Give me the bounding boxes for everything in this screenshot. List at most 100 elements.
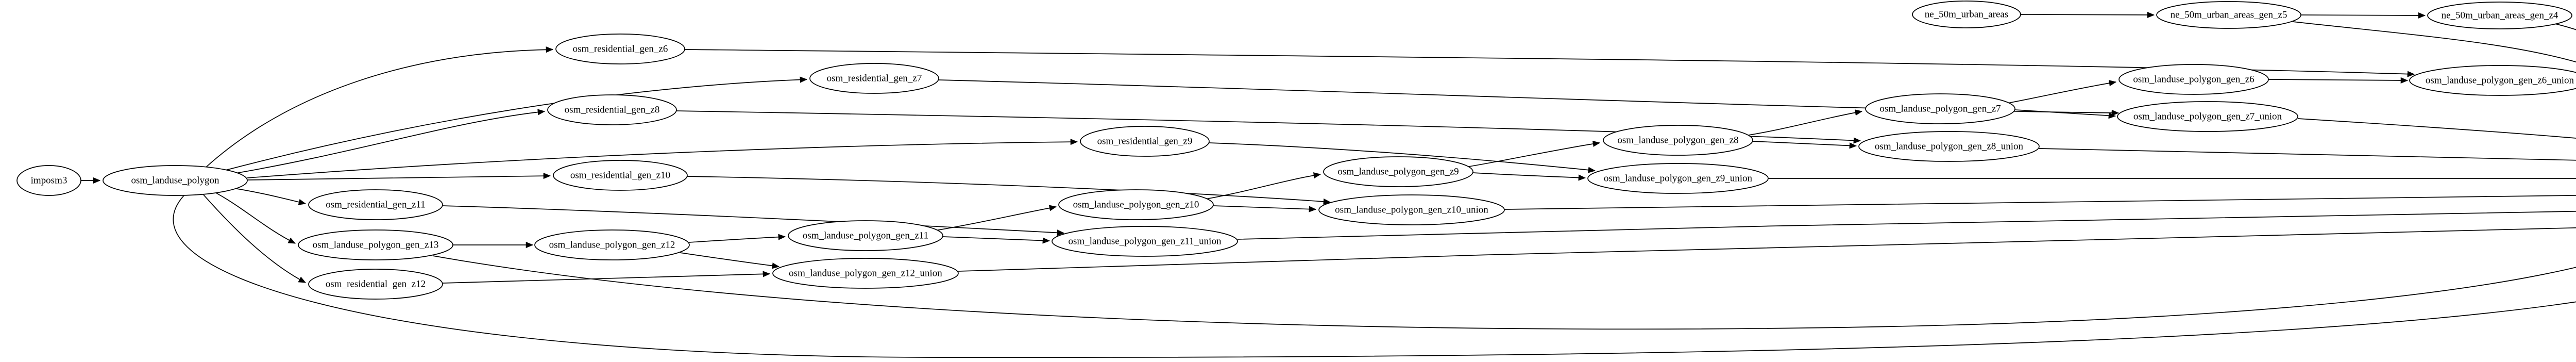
node-osm-landuse-polygon-gen-z12-union: osm_landuse_polygon_gen_z12_union bbox=[772, 258, 959, 289]
node-osm-landuse-polygon-gen-z10: osm_landuse_polygon_gen_z10 bbox=[1058, 189, 1214, 220]
edge-osm_landuse_polygon_gen_z9-osm_landuse_polygon_gen_z9_union bbox=[1472, 172, 1586, 181]
osm-residential-gen-z8-label: osm_residential_gen_z8 bbox=[565, 105, 660, 116]
osm-residential-gen-z10-label: osm_residential_gen_z10 bbox=[570, 170, 670, 181]
osm-residential-gen-z7-ellipse bbox=[809, 63, 939, 94]
edge-osm_residential_gen_z9-osm_landuse_polygon_gen_z9_union bbox=[1209, 142, 1596, 173]
edge-ne_50m_urban_areas_gen_z5-layer_landuse-z5 bbox=[2292, 21, 2576, 62]
osm-landuse-polygon-gen-z12-label: osm_landuse_polygon_gen_z12 bbox=[549, 240, 675, 251]
osm-landuse-polygon-gen-z8-union-ellipse bbox=[1858, 131, 2040, 162]
edge-osm_landuse_polygon_gen_z8-osm_landuse_polygon_gen_z8_union bbox=[1752, 141, 1857, 149]
node-osm-landuse-polygon-gen-z7-union: osm_landuse_polygon_gen_z7_union bbox=[2117, 101, 2298, 132]
edge-osm_landuse_polygon-layer_landuse-z14 bbox=[173, 193, 2576, 358]
osm-landuse-polygon-gen-z11-union-label: osm_landuse_polygon_gen_z11_union bbox=[1069, 236, 1222, 247]
node-ne-50m-urban-areas: ne_50m_urban_areas bbox=[1912, 1, 2021, 28]
edge-osm_landuse_polygon_gen_z6-osm_landuse_polygon_gen_z6_union bbox=[2268, 77, 2409, 84]
osm-landuse-polygon-gen-z13-ellipse bbox=[298, 229, 453, 260]
nodes: imposm3 osm_landuse_polygon osm_resident… bbox=[16, 1, 2576, 300]
osm-landuse-polygon-gen-z10-union-ellipse bbox=[1318, 194, 1505, 225]
node-osm-landuse-polygon-gen-z9: osm_landuse_polygon_gen_z9 bbox=[1323, 156, 1473, 187]
edge-osm_landuse_polygon_gen_z10-osm_landuse_polygon_gen_z10_union bbox=[1213, 205, 1317, 212]
osm-landuse-polygon-gen-z9-ellipse bbox=[1323, 156, 1473, 187]
edge-osm_landuse_polygon_gen_z12-osm_landuse_polygon_gen_z11 bbox=[688, 234, 786, 243]
ne-50m-urban-areas-gen-z4-ellipse bbox=[2427, 2, 2572, 29]
osm-landuse-polygon-gen-z12-union-ellipse bbox=[772, 258, 959, 289]
edge-osm_landuse_polygon_gen_z8_union-layer_landuse-z8 bbox=[2039, 148, 2576, 161]
edge-osm_landuse_polygon-osm_residential_gen_z7 bbox=[221, 76, 808, 172]
node-osm-residential-gen-z9: osm_residential_gen_z9 bbox=[1080, 126, 1210, 157]
osm-landuse-polygon-gen-z11-ellipse bbox=[788, 220, 943, 251]
osm-residential-gen-z6-label: osm_residential_gen_z6 bbox=[573, 44, 668, 55]
edge-osm_landuse_polygon-osm_residential_gen_z8 bbox=[229, 109, 546, 175]
edge-osm_landuse_polygon-osm_residential_gen_z9 bbox=[247, 139, 1078, 178]
node-ne-50m-urban-areas-gen-z5: ne_50m_urban_areas_gen_z5 bbox=[2156, 1, 2301, 29]
osm-landuse-polygon-gen-z10-label: osm_landuse_polygon_gen_z10 bbox=[1073, 200, 1199, 210]
edge-osm_landuse_polygon_gen_z11-osm_landuse_polygon_gen_z10 bbox=[935, 205, 1057, 231]
edge-osm_residential_gen_z10-osm_landuse_polygon_gen_z10_union bbox=[687, 176, 1331, 205]
node-osm-landuse-polygon-gen-z8-union: osm_landuse_polygon_gen_z8_union bbox=[1858, 131, 2040, 162]
node-osm-residential-gen-z6: osm_residential_gen_z6 bbox=[555, 34, 685, 64]
edge-osm_landuse_polygon-osm_residential_gen_z11 bbox=[224, 186, 307, 205]
node-osm-residential-gen-z8: osm_residential_gen_z8 bbox=[547, 94, 677, 125]
edge-osm_landuse_polygon_gen_z9-osm_landuse_polygon_gen_z8 bbox=[1465, 140, 1601, 168]
node-osm-residential-gen-z12: osm_residential_gen_z12 bbox=[308, 269, 443, 300]
osm-landuse-polygon-gen-z8-union-label: osm_landuse_polygon_gen_z8_union bbox=[1875, 141, 2024, 152]
ne-50m-urban-areas-label: ne_50m_urban_areas bbox=[1925, 9, 2009, 20]
node-osm-landuse-polygon-gen-z6: osm_landuse_polygon_gen_z6 bbox=[2119, 64, 2269, 95]
osm-landuse-polygon-gen-z10-union-label: osm_landuse_polygon_gen_z10_union bbox=[1335, 205, 1488, 216]
osm-landuse-polygon-gen-z13-label: osm_landuse_polygon_gen_z13 bbox=[313, 240, 439, 251]
edge-osm_landuse_polygon_gen_z7-osm_landuse_polygon_gen_z7_union bbox=[2014, 109, 2116, 119]
node-ne-50m-urban-areas-gen-z4: ne_50m_urban_areas_gen_z4 bbox=[2427, 2, 2572, 29]
osm-landuse-polygon-ellipse bbox=[103, 165, 248, 196]
osm-landuse-polygon-gen-z11-union-ellipse bbox=[1052, 226, 1238, 257]
osm-residential-gen-z8-ellipse bbox=[547, 94, 677, 125]
osm-residential-gen-z12-ellipse bbox=[308, 269, 443, 300]
osm-landuse-polygon-gen-z10-ellipse bbox=[1058, 189, 1214, 220]
edges bbox=[81, 11, 2576, 358]
edge-osm_landuse_polygon_gen_z10-osm_landuse_polygon_gen_z9 bbox=[1205, 172, 1321, 200]
osm-landuse-polygon-gen-z9-label: osm_landuse_polygon_gen_z9 bbox=[1337, 167, 1459, 177]
osm-residential-gen-z9-label: osm_residential_gen_z9 bbox=[1097, 136, 1193, 147]
ne-50m-urban-areas-gen-z5-ellipse bbox=[2156, 1, 2301, 29]
osm-landuse-polygon-gen-z7-label: osm_landuse_polygon_gen_z7 bbox=[1879, 104, 2001, 114]
osm-landuse-polygon-gen-z6-ellipse bbox=[2119, 64, 2269, 95]
edge-osm_landuse_polygon-osm_residential_gen_z12 bbox=[200, 191, 307, 283]
osm-landuse-polygon-gen-z6-union-ellipse bbox=[2409, 65, 2576, 96]
edge-osm_landuse_polygon-osm_residential_gen_z6 bbox=[206, 46, 554, 168]
ne-50m-urban-areas-gen-z5-label: ne_50m_urban_areas_gen_z5 bbox=[2171, 10, 2287, 21]
node-osm-landuse-polygon-gen-z13: osm_landuse_polygon_gen_z13 bbox=[298, 229, 453, 260]
osm-landuse-polygon-gen-z7-union-label: osm_landuse_polygon_gen_z7_union bbox=[2133, 111, 2282, 122]
edge-osm_landuse_polygon_gen_z8-osm_landuse_polygon_gen_z7 bbox=[1745, 109, 1863, 136]
osm-residential-gen-z11-label: osm_residential_gen_z11 bbox=[326, 200, 425, 210]
osm-landuse-polygon-gen-z9-union-ellipse bbox=[1587, 163, 1769, 194]
osm-landuse-polygon-gen-z6-label: osm_landuse_polygon_gen_z6 bbox=[2133, 74, 2254, 85]
node-osm-landuse-polygon: osm_landuse_polygon bbox=[103, 165, 248, 196]
edge-osm_landuse_polygon_gen_z7-osm_landuse_polygon_gen_z6 bbox=[2007, 80, 2117, 104]
osm-landuse-polygon-gen-z12-union-label: osm_landuse_polygon_gen_z12_union bbox=[789, 268, 942, 279]
node-osm-landuse-polygon-gen-z9-union: osm_landuse_polygon_gen_z9_union bbox=[1587, 163, 1769, 194]
osm-residential-gen-z9-ellipse bbox=[1080, 126, 1210, 157]
node-imposm3: imposm3 bbox=[16, 165, 81, 196]
node-osm-landuse-polygon-gen-z11-union: osm_landuse_polygon_gen_z11_union bbox=[1052, 226, 1238, 257]
node-osm-residential-gen-z11: osm_residential_gen_z11 bbox=[308, 189, 443, 220]
edge-osm_landuse_polygon_gen_z10_union-layer_landuse-z10 bbox=[1504, 194, 2576, 210]
edge-ne_50m_urban_areas-ne_50m_urban_areas_gen_z5 bbox=[2020, 11, 2155, 19]
osm-residential-gen-z7-label: osm_residential_gen_z7 bbox=[827, 73, 922, 84]
node-osm-landuse-polygon-gen-z11: osm_landuse_polygon_gen_z11 bbox=[788, 220, 943, 251]
node-osm-landuse-polygon-gen-z10-union: osm_landuse_polygon_gen_z10_union bbox=[1318, 194, 1505, 225]
osm-landuse-polygon-gen-z8-ellipse bbox=[1603, 125, 1753, 156]
node-osm-residential-gen-z10: osm_residential_gen_z10 bbox=[553, 160, 688, 191]
edge-ne_50m_urban_areas_gen_z4-layer_landuse-z4 bbox=[2552, 23, 2576, 30]
osm-landuse-polygon-gen-z12-ellipse bbox=[534, 229, 690, 260]
osm-residential-gen-z10-ellipse bbox=[553, 160, 688, 191]
edge-osm_landuse_polygon-osm_residential_gen_z10 bbox=[247, 173, 551, 180]
osm-landuse-polygon-gen-z8-label: osm_landuse_polygon_gen_z8 bbox=[1617, 135, 1738, 146]
edge-osm_landuse_polygon_gen_z12-osm_landuse_polygon_gen_z12_union bbox=[680, 252, 780, 269]
osm-landuse-polygon-gen-z11-label: osm_landuse_polygon_gen_z11 bbox=[803, 231, 928, 241]
node-osm-landuse-polygon-gen-z6-union: osm_landuse_polygon_gen_z6_union bbox=[2409, 65, 2576, 96]
osm-residential-gen-z12-label: osm_residential_gen_z12 bbox=[326, 279, 426, 290]
osm-landuse-polygon-gen-z9-union-label: osm_landuse_polygon_gen_z9_union bbox=[1604, 173, 1753, 184]
edge-osm_residential_gen_z11-osm_landuse_polygon_gen_z11_union bbox=[442, 205, 1065, 236]
ne-50m-urban-areas-ellipse bbox=[1912, 1, 2021, 28]
